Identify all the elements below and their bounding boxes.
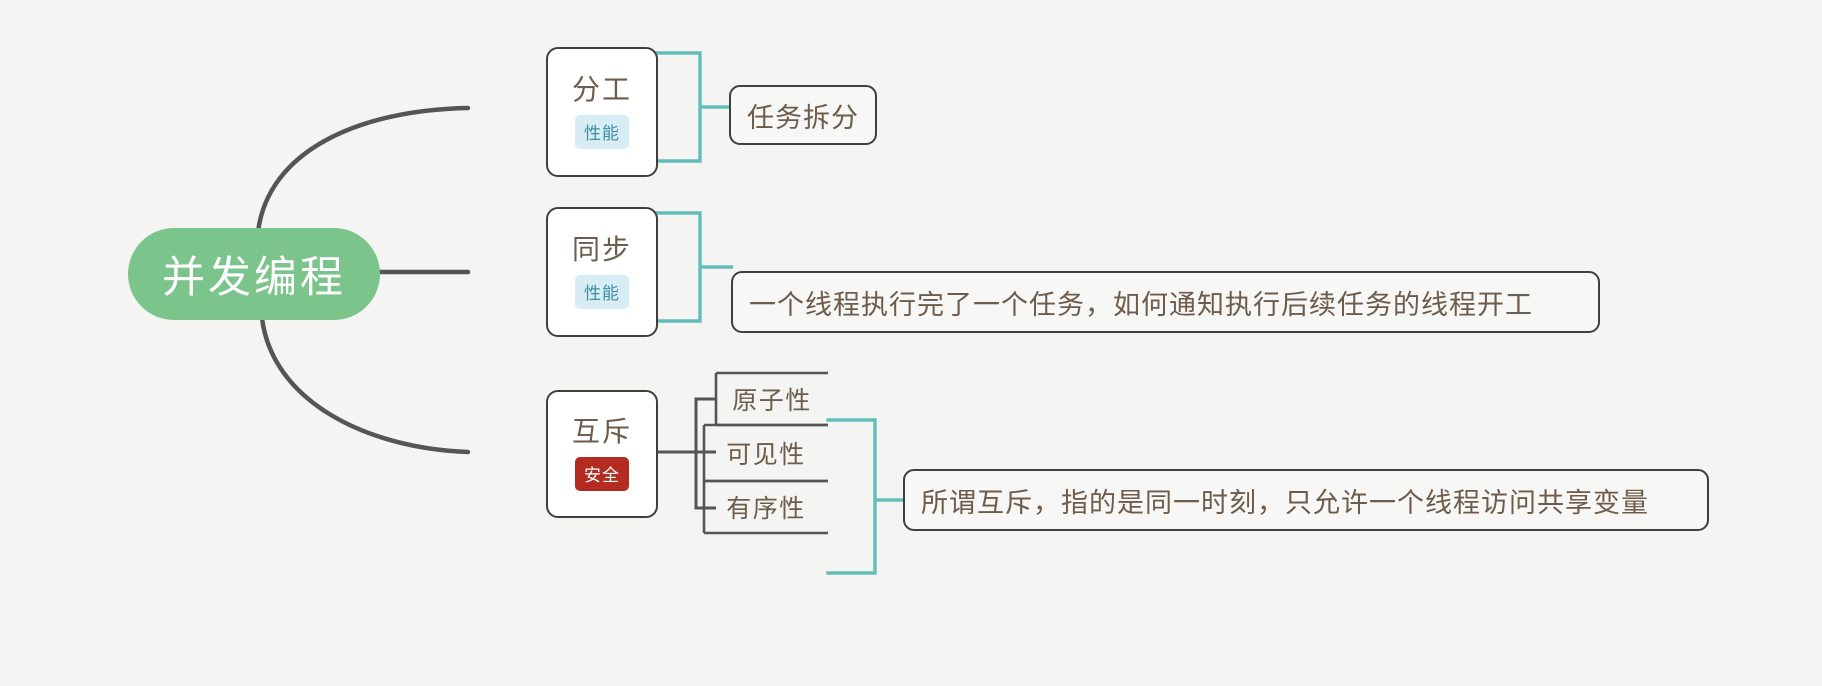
leaf-node-renwuchaifen[interactable]: 任务拆分 <box>729 85 877 145</box>
root-label: 并发编程 <box>162 254 346 302</box>
leaf-node-huchi-desc[interactable]: 所谓互斥，指的是同一时刻，只允许一个线程访问共享变量 <box>903 469 1709 531</box>
leaf-label-renwuchaifen: 任务拆分 <box>747 102 859 133</box>
link-root-huchi <box>259 315 471 455</box>
sub-item-youxuxing[interactable]: 有序性 <box>704 481 828 533</box>
branch-title-fengong: 分工 <box>571 74 632 106</box>
branch-node-huchi[interactable]: 互斥 安全 <box>546 390 658 518</box>
leaf-label-tongbu-desc: 一个线程执行完了一个任务，如何通知执行后续任务的线程开工 <box>749 289 1533 320</box>
sub-item-kejianxing[interactable]: 可见性 <box>704 425 828 481</box>
leaf-label-huchi-desc: 所谓互斥，指的是同一时刻，只允许一个线程访问共享变量 <box>921 487 1649 518</box>
sub-item-label-youxuxing: 有序性 <box>726 495 806 523</box>
link-root-fengong <box>255 105 471 235</box>
branch-node-tongbu[interactable]: 同步 性能 <box>546 207 658 337</box>
branch-title-tongbu: 同步 <box>571 234 632 266</box>
sub-item-label-yuanzixing: 原子性 <box>732 387 812 415</box>
root-node[interactable]: 并发编程 <box>128 228 380 320</box>
branch-tag-fengong: 性能 <box>575 114 629 149</box>
branch-tag-tongbu: 性能 <box>575 274 629 309</box>
branch-node-fengong[interactable]: 分工 性能 <box>546 47 658 177</box>
bracket-huchi <box>826 418 877 575</box>
leaf-node-tongbu-desc[interactable]: 一个线程执行完了一个任务，如何通知执行后续任务的线程开工 <box>731 271 1600 333</box>
branch-title-huchi: 互斥 <box>571 416 632 448</box>
sub-item-label-kejianxing: 可见性 <box>726 441 806 469</box>
branch-tag-huchi: 安全 <box>575 456 629 491</box>
sub-item-yuanzixing[interactable]: 原子性 <box>716 373 828 425</box>
